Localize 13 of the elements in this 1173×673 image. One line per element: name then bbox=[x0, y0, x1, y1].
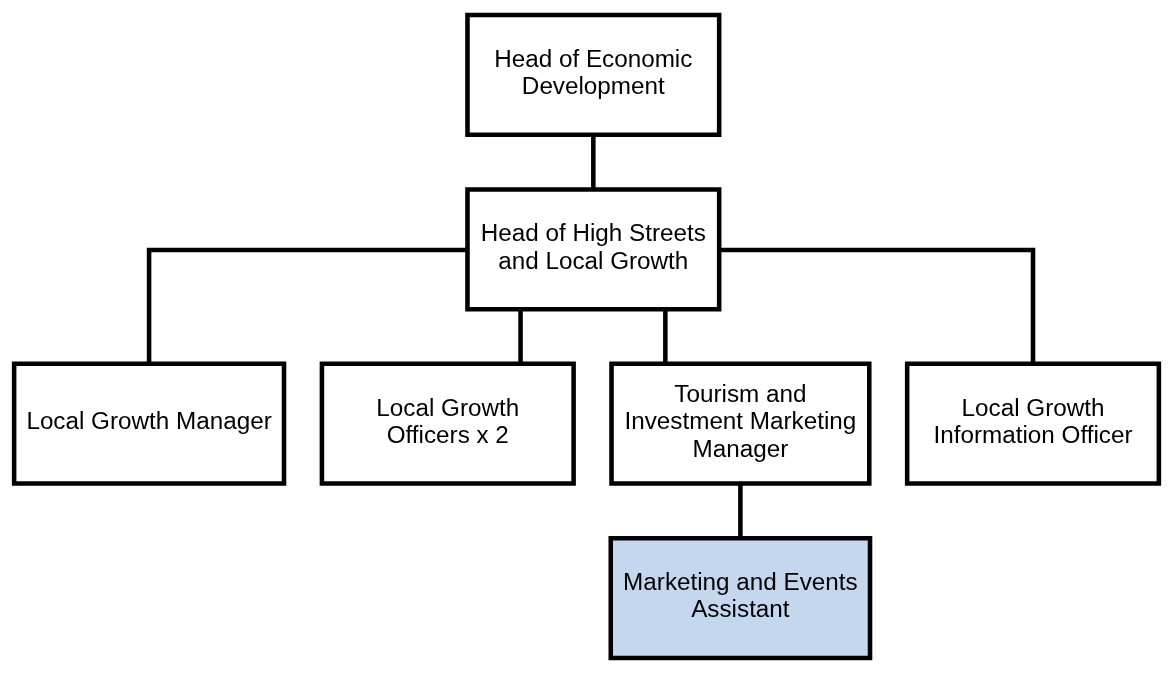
connector bbox=[518, 309, 523, 364]
node-box: Local Growth Information Officer bbox=[904, 361, 1162, 486]
connector bbox=[591, 134, 596, 190]
node-box: Marketing and Events Assistant bbox=[608, 535, 873, 661]
connector bbox=[146, 247, 468, 364]
node-box: Local Growth Officers x 2 bbox=[319, 361, 576, 486]
connector bbox=[719, 247, 1036, 364]
node-box: Head of Economic Development bbox=[465, 12, 722, 138]
node-box: Local Growth Manager bbox=[11, 361, 287, 486]
connector bbox=[738, 483, 743, 538]
node-box: Head of High Streets and Local Growth bbox=[465, 187, 722, 312]
connector bbox=[663, 309, 668, 364]
node-box: Tourism and Investment Marketing Manager bbox=[609, 361, 872, 486]
